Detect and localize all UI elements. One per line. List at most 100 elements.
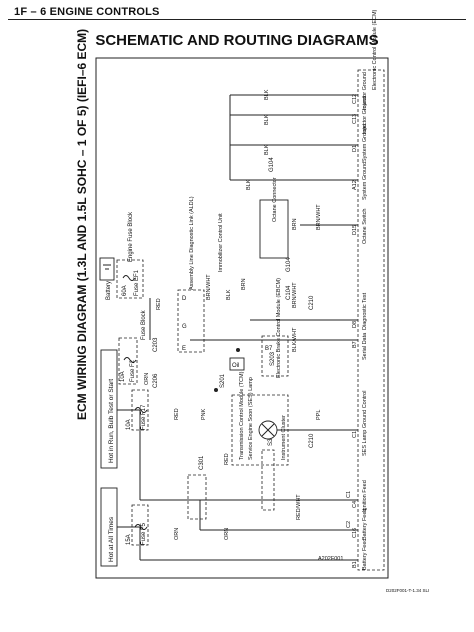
fuse-f2-amp: 10A (120, 371, 126, 382)
pin-d: D (182, 296, 187, 302)
wire-label-ppl: PPL (316, 410, 322, 420)
wire-label-pnk: PNK (201, 408, 207, 420)
ecm-pin-code: D8 (352, 321, 358, 328)
ecm-pin-code: D15 (352, 225, 358, 235)
wire-label-red: RED (174, 408, 180, 420)
fuse-block-label: Fuse Block (141, 309, 147, 340)
connector-c301: C301 (199, 455, 205, 470)
wire-label-red: RED (224, 453, 230, 465)
splice-s201-dot (214, 388, 218, 392)
diagram-frame (95, 57, 389, 579)
hot-run-box (100, 349, 118, 469)
ecm-pin-code: B1 (352, 561, 358, 568)
connector-c203: C203 (153, 337, 159, 352)
battery-label: Battery (106, 281, 112, 300)
pin-g: G (182, 324, 187, 330)
fuse-ef1-amp: 60A (122, 285, 128, 296)
pin-b7-label: B7 (265, 346, 273, 352)
splice-s303-box (261, 449, 275, 511)
connector-c210: C210 (309, 295, 315, 310)
fuse-f2-block (118, 337, 138, 385)
header-rule (8, 19, 466, 20)
diagram-title: ECM WIRING DIAGRAM (1.3L AND 1.5L SOHC –… (75, 29, 89, 420)
hot-run-label: Hot in Run, Bulb Test or Start (108, 379, 115, 463)
wire-label-blk: BLK (264, 89, 270, 100)
ecm-box (357, 69, 385, 571)
ecm-pin-label: Battery Feed (362, 539, 368, 571)
fuse-f5-amp: 15A (126, 534, 132, 545)
wire-label-orn: ORN (144, 373, 150, 385)
wire-label-brn-wht: BRN/WHT (316, 204, 322, 230)
instrument-cluster-box (231, 394, 289, 466)
fuse-ef1-block (116, 259, 144, 299)
ecm-pin-code: C12 (352, 94, 358, 104)
fuse-ef1-label: Fuse EF1 (134, 269, 140, 296)
wire-label-orn: ORN (174, 528, 180, 540)
engine-fuse-block-label: Engine Fuse Block (128, 211, 134, 262)
octane-connector-box (259, 199, 289, 259)
page-code: D202F001-T-1.34 SLI (386, 588, 429, 593)
octane-connector-label: Octane Connector (272, 177, 278, 222)
wire-label-blk: BLK (246, 179, 252, 190)
page-title: SCHEMATIC AND ROUTING DIAGRAMS (95, 32, 379, 49)
wire-label-orn: ORN (224, 528, 230, 540)
hot-all-times-label: Hot at All Times (108, 516, 115, 562)
fuse-f2-label: Fuse F2 (130, 359, 136, 382)
connector-c2: C2 (346, 521, 352, 528)
ecm-pin-code: C16 (352, 528, 358, 538)
pin-e: E (182, 346, 186, 352)
fuse-f17-block (131, 389, 149, 431)
ecm-label: Electronic Control Module (ECM) (372, 9, 378, 90)
wire-label-red: RED (156, 298, 162, 310)
wire-label-blk: BLK (226, 289, 232, 300)
wire-label-blk: BLK (264, 144, 270, 155)
connector-c104: C104 (286, 285, 292, 300)
fuse-f5-label: Fuse F5 (141, 522, 147, 545)
ecm-pin-label: System Ground (362, 124, 368, 162)
fuse-f5-block (131, 504, 149, 546)
connector-c301-box (187, 474, 207, 520)
wire-label-brn: BRN (292, 218, 298, 230)
aldl-label: Assembly Line Diagnostic Link (ALDL) (189, 196, 195, 290)
tcm-label: Transmission Control Module (TCM) (239, 371, 245, 460)
ecm-pin-label: Battery Feed (362, 509, 368, 541)
ecm-pin-code: C13 (352, 114, 358, 124)
instrument-cluster-label: Instrument Cluster (281, 415, 287, 460)
connector-c1: C1 (346, 491, 352, 498)
ecm-pin-label: Ignition Feed (362, 480, 368, 512)
ecm-pin-code: B7 (352, 341, 358, 348)
immobilizer-label: Immobilizer Control Unit (218, 213, 224, 272)
ground-g104: G104 (286, 257, 292, 272)
connector-c206: C206 (153, 373, 159, 388)
ecm-pin-label: System Ground (362, 162, 368, 200)
oil-box (229, 357, 245, 371)
wire-label-blk: BLK (264, 114, 270, 125)
wire-label-blk-wht: BLK/WHT (292, 327, 298, 352)
wire-label-brn: BRN (241, 278, 247, 290)
ebcm-box (261, 335, 289, 377)
ses-label: Service Engine Soon (SES) Lamp (248, 377, 254, 460)
ecm-pin-label: Diagnostic Test (362, 292, 368, 330)
ecm-pin-code: A12 (352, 180, 358, 190)
splice-s203: S203 (270, 351, 276, 366)
splice-s203-dot (236, 348, 240, 352)
figure-code: A202F001 (318, 556, 343, 562)
ecm-pin-label: Injector Ground (362, 96, 368, 134)
ecm-pin-code: C1 (352, 431, 358, 438)
ecm-pin-label: Serial Data (362, 332, 368, 360)
ecm-pin-code: D1 (352, 145, 358, 152)
splice-s201: S201 (220, 373, 226, 388)
ebcm-label: Electronic Brake Control Module (EBCM) (276, 278, 282, 378)
fuse-f17-label: Fuse F17 (141, 404, 147, 430)
wire-label-brn-wht: BRN/WHT (206, 274, 212, 300)
oil-label: Oil (232, 363, 239, 369)
ecm-pin-label: SES Lamp Ground Control (362, 391, 368, 456)
ecm-pin-label: Injector Ground (362, 72, 368, 110)
ecm-pin-code: C4 (352, 501, 358, 508)
fuse-f17-amp: 10A (126, 419, 132, 430)
aldl-box (177, 289, 205, 353)
wire-label-red-wht: RED/WHT (296, 494, 302, 520)
section-header: 1F – 6 ENGINE CONTROLS (14, 6, 160, 18)
wire-label-brn-wht: BRN/WHT (292, 282, 298, 308)
